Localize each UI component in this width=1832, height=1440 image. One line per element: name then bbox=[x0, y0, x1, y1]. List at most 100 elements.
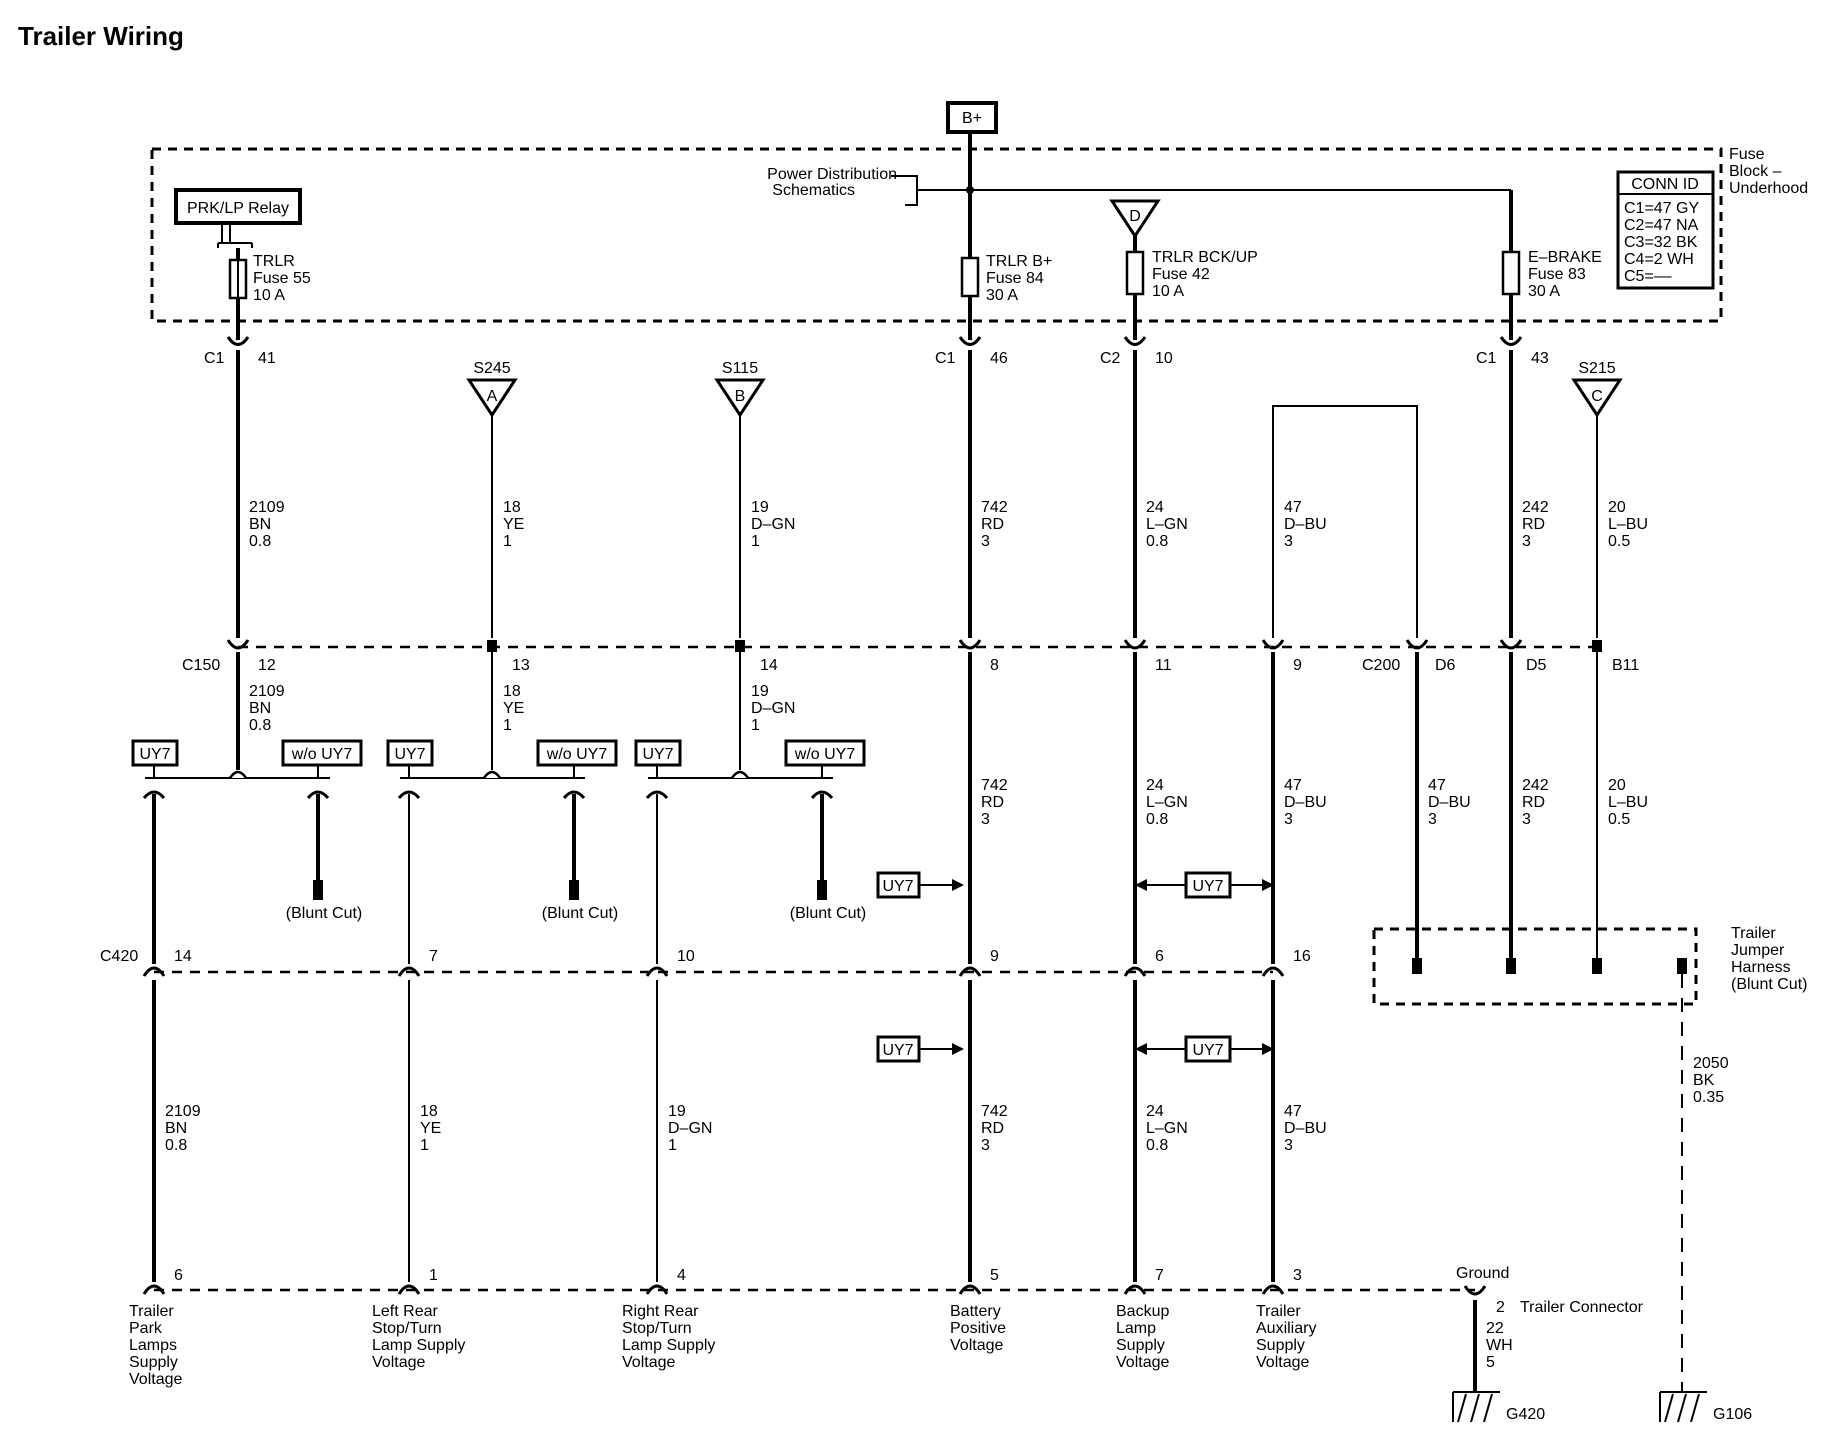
svg-text:2050: 2050 bbox=[1693, 1055, 1729, 1072]
middle-wire-labels: 742 RD 3 24 L–GN 0.8 47 D–BU 3 47 D–BU 3… bbox=[981, 777, 1648, 828]
svg-text:0.5: 0.5 bbox=[1608, 811, 1630, 828]
svg-text:(Blunt Cut): (Blunt Cut) bbox=[542, 905, 618, 922]
conn-id-row: C5=–– bbox=[1624, 268, 1672, 285]
svg-text:B: B bbox=[735, 388, 746, 405]
svg-text:TRLR: TRLR bbox=[253, 253, 295, 270]
svg-text:16: 16 bbox=[1293, 948, 1311, 965]
d-marker bbox=[1109, 199, 1161, 239]
middle-wire-runs bbox=[968, 652, 1598, 964]
uy7-arrow-battery-lower: UY7 bbox=[876, 1035, 964, 1063]
svg-text:D–BU: D–BU bbox=[1428, 794, 1471, 811]
svg-text:Trailer: Trailer bbox=[1256, 1303, 1301, 1320]
svg-text:9: 9 bbox=[990, 948, 999, 965]
svg-text:C150: C150 bbox=[182, 657, 220, 674]
svg-text:30 A: 30 A bbox=[986, 287, 1018, 304]
svg-text:0.5: 0.5 bbox=[1608, 533, 1630, 550]
circuit-label-left-rear: Left Rear Stop/Turn Lamp Supply Voltage bbox=[372, 1303, 465, 1371]
c150-connector: C150 12 13 14 8 11 9 bbox=[182, 639, 1302, 674]
svg-text:Battery: Battery bbox=[950, 1303, 1001, 1320]
fuse-block-outline bbox=[150, 147, 1723, 323]
jumper-pin bbox=[1677, 958, 1687, 974]
b-plus-label: B+ bbox=[962, 110, 982, 127]
svg-text:Lamp Supply: Lamp Supply bbox=[622, 1337, 715, 1354]
svg-text:12: 12 bbox=[258, 657, 276, 674]
svg-text:5: 5 bbox=[990, 1267, 999, 1284]
svg-text:Harness: Harness bbox=[1731, 959, 1791, 976]
lower-wire-labels: 2109 BN 0.8 18 YE 1 19 D–GN 1 742 RD 3 2… bbox=[165, 1055, 1729, 1154]
svg-text:13: 13 bbox=[512, 657, 530, 674]
jumper-harness-box bbox=[1372, 927, 1698, 1006]
svg-text:3: 3 bbox=[1522, 811, 1531, 828]
svg-text:19: 19 bbox=[751, 499, 769, 516]
lower-wire-runs bbox=[152, 974, 1683, 1392]
svg-text:10: 10 bbox=[1155, 350, 1173, 367]
svg-text:D–BU: D–BU bbox=[1284, 794, 1327, 811]
svg-text:Voltage: Voltage bbox=[1116, 1354, 1169, 1371]
splice-s245: S245 A bbox=[466, 360, 518, 418]
svg-text:Lamps: Lamps bbox=[129, 1337, 177, 1354]
fuse-83: E–BRAKE Fuse 83 30 A bbox=[1501, 190, 1602, 340]
svg-text:RD: RD bbox=[1522, 516, 1545, 533]
relay-contact-symbol bbox=[217, 225, 253, 248]
svg-text:S115: S115 bbox=[722, 360, 758, 377]
svg-text:B11: B11 bbox=[1612, 657, 1639, 674]
svg-text:30 A: 30 A bbox=[1528, 283, 1560, 300]
svg-text:RD: RD bbox=[981, 516, 1004, 533]
conn-id-row: C3=32 BK bbox=[1624, 234, 1698, 251]
svg-text:Voltage: Voltage bbox=[1256, 1354, 1309, 1371]
svg-text:UY7: UY7 bbox=[1192, 878, 1223, 895]
svg-text:UY7: UY7 bbox=[394, 746, 425, 763]
svg-text:TRLR BCK/UP: TRLR BCK/UP bbox=[1152, 249, 1258, 266]
circuit-label-auxiliary: Trailer Auxiliary Supply Voltage bbox=[1256, 1303, 1316, 1371]
fuse-84: TRLR B+ Fuse 84 30 A bbox=[960, 253, 1052, 304]
svg-text:L–GN: L–GN bbox=[1146, 794, 1188, 811]
svg-text:Fuse 42: Fuse 42 bbox=[1152, 266, 1210, 283]
svg-text:BN: BN bbox=[249, 516, 271, 533]
conn-id-header: CONN ID bbox=[1631, 176, 1699, 193]
svg-text:BN: BN bbox=[249, 700, 271, 717]
svg-text:24: 24 bbox=[1146, 777, 1164, 794]
svg-text:Underhood: Underhood bbox=[1729, 180, 1808, 197]
svg-text:5: 5 bbox=[1486, 1354, 1495, 1371]
svg-text:Stop/Turn: Stop/Turn bbox=[622, 1320, 692, 1337]
svg-text:D6: D6 bbox=[1435, 657, 1456, 674]
svg-text:9: 9 bbox=[1293, 657, 1302, 674]
uy7-arrow-backup-lower: UY7 bbox=[1135, 1035, 1274, 1063]
svg-text:(Blunt Cut): (Blunt Cut) bbox=[1731, 976, 1807, 993]
svg-text:0.8: 0.8 bbox=[249, 717, 271, 734]
circuit-label-backup: Backup Lamp Supply Voltage bbox=[1116, 1303, 1169, 1371]
svg-text:2109: 2109 bbox=[249, 683, 285, 700]
svg-text:S245: S245 bbox=[473, 360, 510, 377]
svg-text:46: 46 bbox=[990, 350, 1008, 367]
svg-text:7: 7 bbox=[1155, 1267, 1164, 1284]
svg-text:D: D bbox=[1129, 208, 1141, 225]
svg-text:22: 22 bbox=[1486, 1320, 1504, 1337]
svg-text:18: 18 bbox=[503, 499, 521, 516]
svg-text:7: 7 bbox=[429, 948, 438, 965]
svg-text:UY7: UY7 bbox=[642, 746, 673, 763]
option-branch-group-2: UY7 w/o UY7 (Blunt Cut) bbox=[386, 652, 618, 964]
ground-g106-icon: G106 bbox=[1659, 1391, 1752, 1423]
svg-text:Voltage: Voltage bbox=[950, 1337, 1003, 1354]
svg-text:L–GN: L–GN bbox=[1146, 516, 1188, 533]
conn-id-row: C1=47 GY bbox=[1624, 200, 1699, 217]
svg-text:D–GN: D–GN bbox=[751, 516, 795, 533]
splice-s215: S215 C bbox=[1571, 360, 1623, 418]
svg-text:41: 41 bbox=[258, 350, 276, 367]
svg-text:2109: 2109 bbox=[249, 499, 285, 516]
svg-text:18: 18 bbox=[420, 1103, 438, 1120]
svg-text:10 A: 10 A bbox=[253, 287, 285, 304]
svg-text:6: 6 bbox=[1155, 948, 1164, 965]
svg-text:WH: WH bbox=[1486, 1337, 1513, 1354]
svg-text:1: 1 bbox=[503, 533, 512, 550]
svg-text:0.8: 0.8 bbox=[1146, 1137, 1168, 1154]
svg-text:3: 3 bbox=[1522, 533, 1531, 550]
svg-text:1: 1 bbox=[420, 1137, 429, 1154]
svg-text:Jumper: Jumper bbox=[1731, 942, 1785, 959]
svg-text:BK: BK bbox=[1693, 1072, 1715, 1089]
svg-text:w/o UY7: w/o UY7 bbox=[291, 746, 353, 763]
svg-text:14: 14 bbox=[174, 948, 192, 965]
svg-text:1: 1 bbox=[429, 1267, 438, 1284]
svg-text:20: 20 bbox=[1608, 499, 1626, 516]
